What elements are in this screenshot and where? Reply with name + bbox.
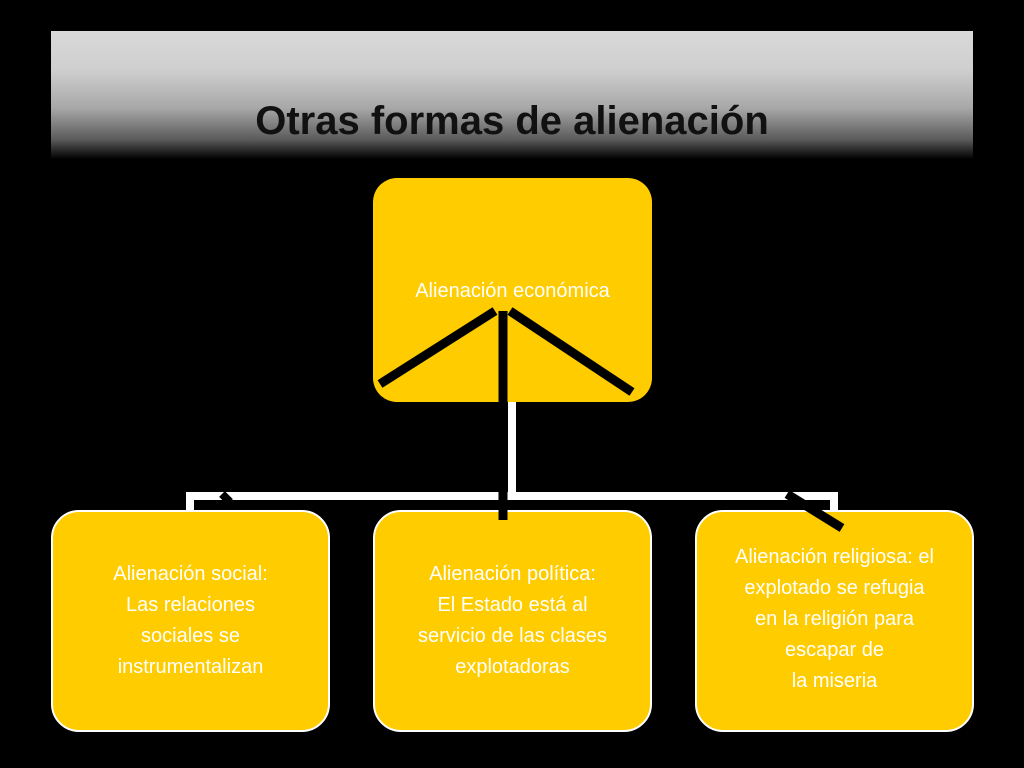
node-social-label: Alienación social: Las relaciones social… [113, 563, 268, 678]
node-root-label: Alienación económica [415, 280, 610, 302]
node-politica-label: Alienación política: El Estado está al s… [418, 563, 607, 678]
node-alienacion-religiosa: Alienación religiosa: el explotado se re… [695, 510, 974, 732]
connector-bracket [186, 492, 838, 510]
node-alienacion-politica: Alienación política: El Estado está al s… [373, 510, 652, 732]
node-alienacion-social: Alienación social: Las relaciones social… [51, 510, 330, 732]
node-alienacion-economica: Alienación económica [373, 178, 652, 402]
node-religiosa-label: Alienación religiosa: el explotado se re… [734, 546, 934, 692]
title-band: Otras formas de alienación [51, 31, 973, 159]
slide-title: Otras formas de alienación [255, 99, 769, 143]
